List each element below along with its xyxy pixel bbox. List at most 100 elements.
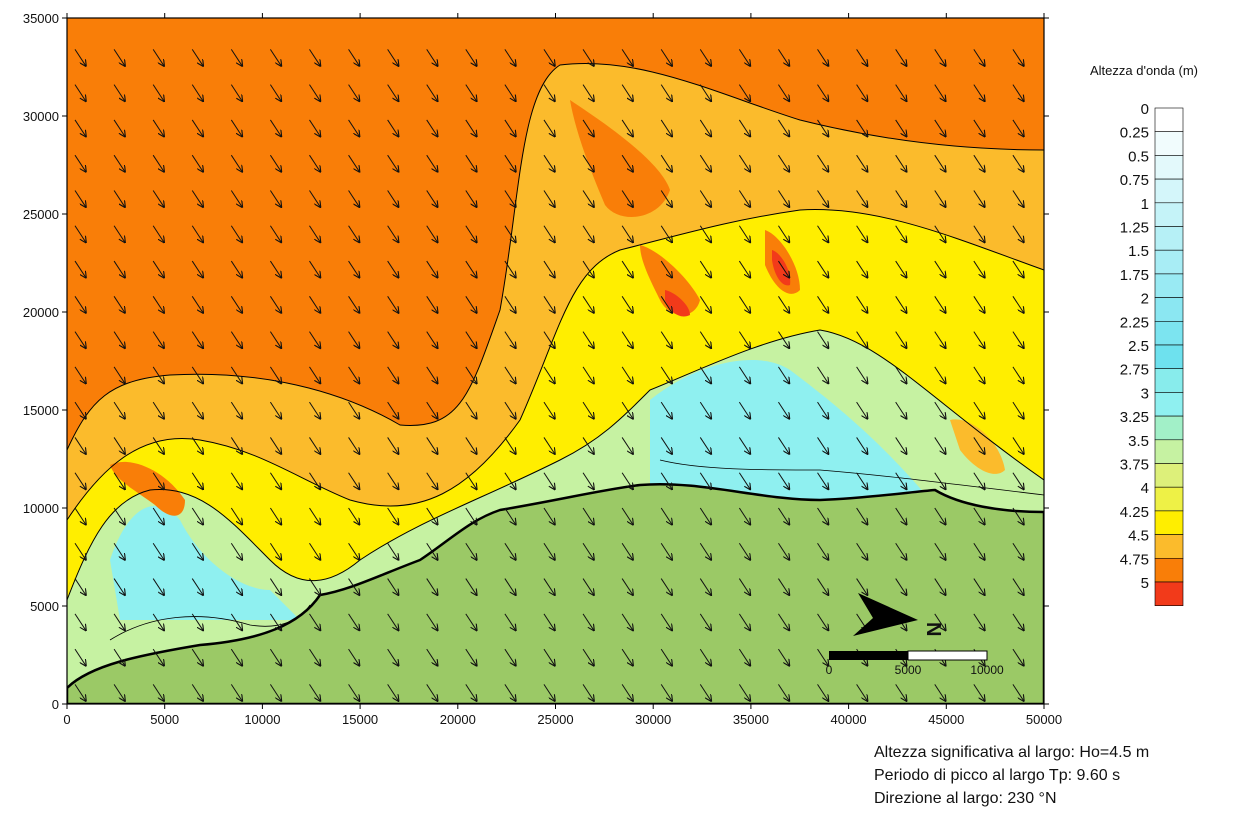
- wave-arrow: [387, 154, 399, 172]
- wave-arrow: [1052, 614, 1063, 631]
- y-tick-label: 10000: [23, 501, 59, 516]
- wave-arrow: [152, 331, 164, 349]
- wave-arrow: [1012, 331, 1024, 349]
- wave-arrow: [230, 684, 242, 701]
- wave-arrow: [1012, 225, 1024, 243]
- wave-arrow: [387, 472, 399, 490]
- wave-arrow: [504, 401, 516, 419]
- wave-arrow: [74, 648, 86, 666]
- wave-arrow: [230, 49, 242, 66]
- wave-arrow: [699, 331, 711, 349]
- wave-arrow: [817, 684, 829, 701]
- wave-arrow: [856, 225, 868, 243]
- wave-arrow: [191, 154, 203, 172]
- wave-arrow: [465, 437, 477, 454]
- wave-arrow: [778, 684, 789, 701]
- wave-arrow: [426, 260, 438, 278]
- wave-arrow: [895, 154, 907, 172]
- wave-arrow: [113, 648, 125, 666]
- legend-swatch: [1154, 392, 1184, 417]
- wave-arrow: [738, 684, 750, 701]
- wave-arrow: [895, 331, 907, 349]
- wave-arrow: [934, 507, 946, 525]
- wave-arrow: [895, 296, 907, 313]
- wave-arrow: [660, 578, 672, 596]
- wave-arrow: [817, 49, 829, 66]
- wave-arrow: [309, 648, 320, 666]
- wave-arrow: [465, 119, 477, 137]
- wave-arrow: [465, 648, 477, 666]
- wave-arrow: [738, 437, 750, 454]
- wave-arrow: [504, 331, 516, 349]
- wave-arrow: [660, 49, 672, 66]
- y-tick-label: 35000: [23, 11, 59, 26]
- wave-arrow: [387, 684, 399, 701]
- wave-arrow: [699, 190, 711, 207]
- wave-arrow: [856, 401, 868, 419]
- legend-swatch: [1154, 415, 1184, 441]
- field-band-3-east: [650, 360, 930, 500]
- wave-arrow: [1012, 437, 1024, 454]
- wave-arrow: [817, 154, 829, 172]
- legend-swatch: [1154, 581, 1184, 607]
- wave-arrow: [348, 225, 360, 243]
- wave-arrow: [269, 401, 281, 419]
- wave-arrow: [934, 437, 946, 454]
- wave-arrow: [113, 472, 125, 490]
- scale-bar-label: 10000: [970, 663, 1004, 677]
- wave-arrow: [582, 684, 594, 701]
- legend-label: 0: [1141, 101, 1149, 118]
- wave-arrow: [856, 154, 868, 172]
- wave-arrow: [778, 119, 789, 137]
- wave-arrow: [113, 49, 125, 66]
- wave-arrow: [504, 154, 516, 172]
- wave-arrow: [856, 684, 868, 701]
- wave-arrow: [621, 578, 633, 596]
- wave-arrow: [269, 331, 281, 349]
- wave-arrow: [1012, 296, 1024, 313]
- legend-label: 3.75: [1120, 457, 1149, 474]
- legend-swatch: [1154, 463, 1184, 488]
- wave-arrow: [817, 543, 829, 560]
- wave-arrow: [1012, 366, 1024, 384]
- wave-arrow: [895, 684, 907, 701]
- wave-arrow: [621, 190, 633, 207]
- wave-arrow: [660, 472, 672, 490]
- legend-label: 0.75: [1120, 172, 1149, 189]
- legend-swatch: [1154, 131, 1184, 156]
- wave-arrow: [269, 648, 281, 666]
- wave-arrow: [152, 684, 164, 701]
- legend-swatch: [1154, 107, 1184, 133]
- wave-arrow: [621, 613, 633, 631]
- wave-arrow: [426, 296, 438, 313]
- legend-swatch: [1154, 534, 1184, 559]
- wave-arrow: [738, 401, 750, 419]
- legend-label: 3.25: [1120, 409, 1149, 426]
- wave-arrow: [504, 296, 516, 313]
- wave-arrow: [152, 296, 164, 313]
- wave-arrow: [895, 84, 907, 102]
- wave-arrow: [387, 225, 399, 243]
- wave-arrow: [387, 190, 399, 207]
- wave-arrow: [465, 472, 477, 490]
- wave-arrow: [74, 225, 86, 243]
- wave-arrow: [738, 613, 750, 631]
- wave-arrow: [738, 296, 750, 313]
- wave-arrow: [152, 472, 164, 490]
- wave-arrow: [152, 49, 164, 66]
- wave-arrow: [973, 260, 985, 278]
- wave-arrow: [543, 366, 555, 384]
- wave-arrow: [348, 437, 360, 454]
- wave-arrow: [856, 296, 868, 313]
- wave-arrow: [582, 154, 594, 172]
- wave-arrow: [778, 225, 789, 243]
- wave-arrow: [817, 331, 829, 349]
- wave-arrow: [504, 84, 516, 102]
- wave-arrow: [543, 684, 555, 701]
- wave-arrow: [426, 613, 438, 631]
- wave-arrow: [660, 507, 672, 525]
- wave-arrow: [269, 437, 281, 454]
- wave-arrow: [895, 472, 907, 490]
- color-legend: 00.250.50.7511.251.51.7522.252.52.7533.2…: [1120, 101, 1184, 607]
